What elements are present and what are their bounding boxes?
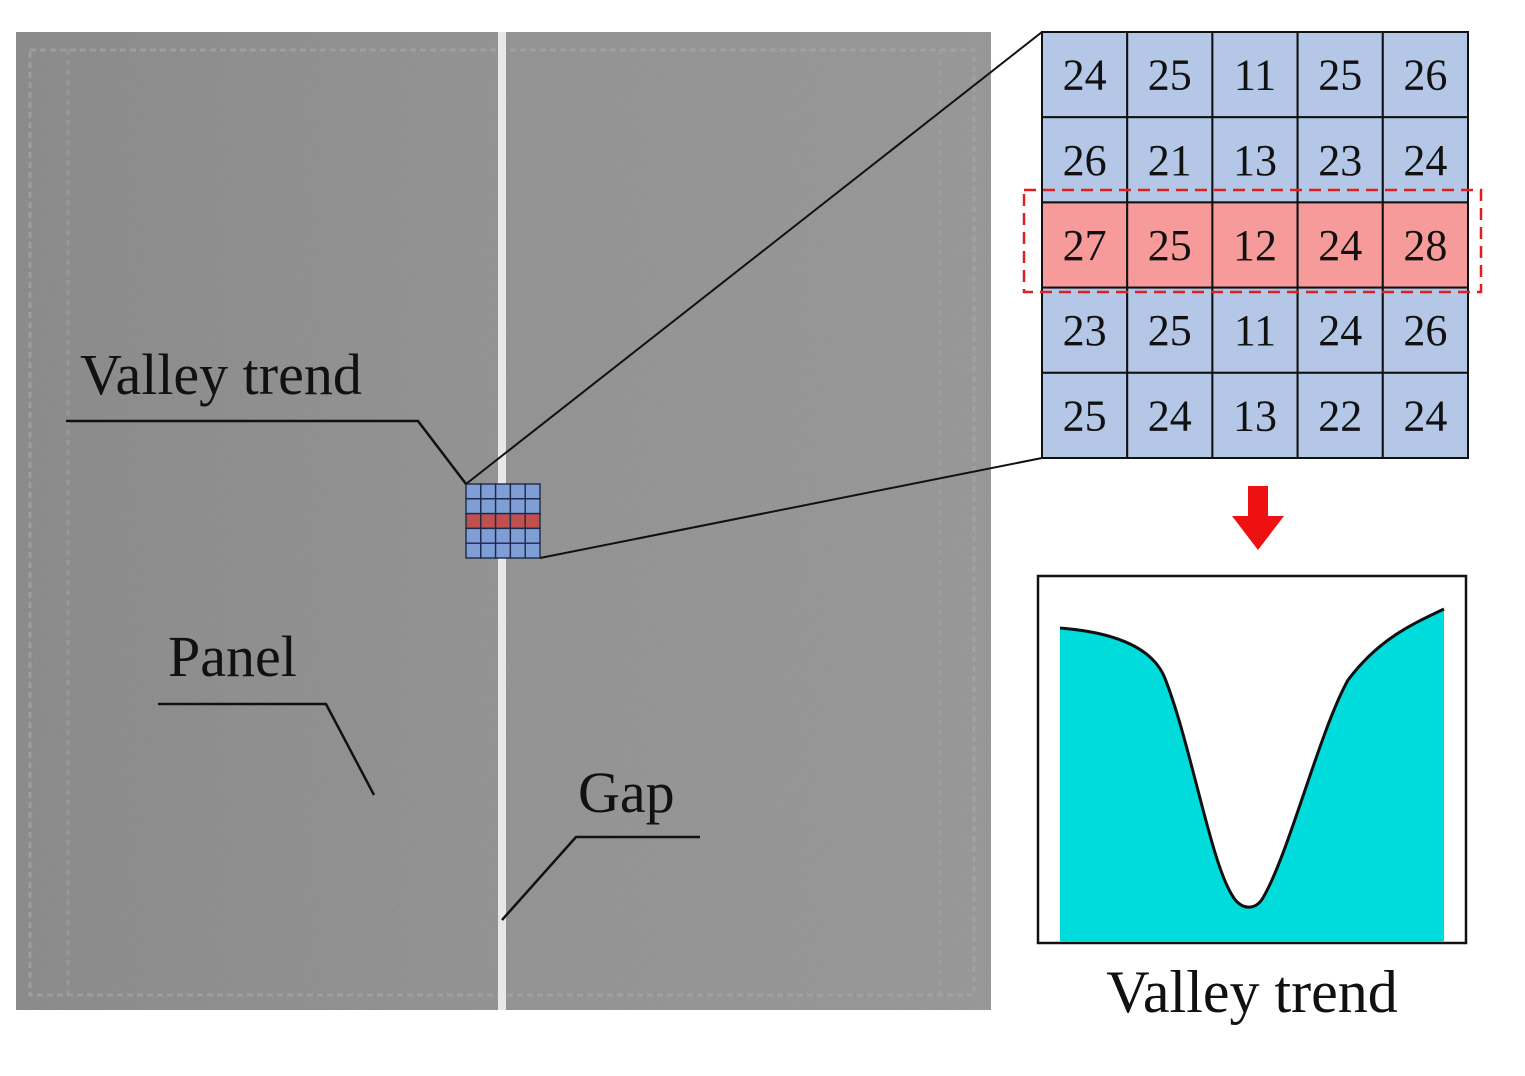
grid-cell: 24 [1381, 371, 1470, 459]
mini-grid-cell [465, 542, 482, 559]
grid-cell: 26 [1381, 31, 1470, 119]
grid-cell: 22 [1296, 371, 1384, 459]
grid-cell-value: 21 [1148, 136, 1192, 185]
grid-cell: 24 [1041, 31, 1129, 119]
mini-grid-cell [494, 542, 512, 559]
valley-trend-label: Valley trend [80, 342, 362, 407]
mini-grid-cell [524, 483, 541, 500]
highlight-dashed-box [1022, 188, 1483, 294]
mini-grid-cell [465, 498, 482, 515]
grid-cell-value: 24 [1063, 51, 1107, 100]
grid-cell-value: 13 [1233, 136, 1277, 185]
grid-cell: 25 [1126, 286, 1214, 374]
grid-cell-value: 24 [1403, 136, 1447, 185]
valley-trend-caption: Valley trend [1106, 959, 1398, 1025]
mini-grid-cell [465, 512, 482, 530]
zoom-line-bottom [539, 457, 1043, 559]
grid-cell: 11 [1211, 31, 1299, 119]
grid-cell-value: 25 [1318, 51, 1362, 100]
grid-cell: 25 [1126, 201, 1214, 289]
grid-cell: 23 [1041, 286, 1129, 374]
grid-cell: 24 [1381, 116, 1470, 204]
valley-curve-line [1059, 607, 1445, 909]
mini-grid-cell [480, 498, 497, 515]
gap-label: Gap [578, 760, 675, 825]
grid-cell: 26 [1041, 116, 1129, 204]
grid-cell-value: 26 [1063, 136, 1107, 185]
grid-cell: 24 [1296, 201, 1384, 289]
mini-grid-cell [524, 527, 541, 544]
valley-trend-plot [1036, 574, 1468, 945]
mini-grid-cell [509, 483, 526, 500]
mini-grid-cell [524, 498, 541, 515]
grid-cell-value: 13 [1233, 391, 1277, 440]
grid-cell: 25 [1126, 31, 1214, 119]
mini-grid-cell [494, 512, 512, 530]
zoom-line-top [465, 31, 1043, 485]
mini-grid-cell [494, 483, 512, 500]
mini-grid-cell [509, 527, 526, 544]
grid-cell: 24 [1296, 286, 1384, 374]
mini-grid-cell [480, 542, 497, 559]
mini-grid-cell [465, 527, 482, 544]
grid-cell: 13 [1211, 371, 1299, 459]
mini-grid-cell [494, 498, 512, 515]
grid-cell: 21 [1126, 116, 1214, 204]
grid-cell-value: 11 [1234, 306, 1276, 355]
grid-cell: 12 [1211, 201, 1299, 289]
label-gap: Gap [501, 760, 700, 921]
panel-leader [158, 702, 376, 796]
grid-cell-value: 26 [1403, 306, 1447, 355]
valley-trend-leader [66, 419, 467, 485]
mini-grid-cell [509, 512, 526, 530]
grid-cell-value: 24 [1403, 391, 1447, 440]
mini-grid-cell [524, 512, 541, 530]
grid-cell-value: 22 [1318, 391, 1362, 440]
grid-cell-value: 26 [1403, 51, 1447, 100]
pixel-value-grid: 24 25 11 25 26 26 21 13 23 24 27 25 12 24 28 23 25 11 24 26… [1041, 31, 1470, 459]
label-valley-trend: Valley trend [66, 342, 467, 485]
grid-cell-value: 24 [1148, 391, 1192, 440]
gap-leader [501, 835, 700, 921]
grid-cell: 23 [1296, 116, 1384, 204]
mini-grid-cell [465, 483, 482, 500]
mini-grid-cell [509, 542, 526, 559]
grid-cell-value: 11 [1234, 51, 1276, 100]
arrow-down-icon [1232, 486, 1284, 550]
grid-cell: 26 [1381, 286, 1470, 374]
grid-cell-value: 27 [1063, 221, 1107, 270]
grid-cell: 24 [1126, 371, 1214, 459]
panel-label: Panel [168, 624, 297, 689]
grid-cell-value: 25 [1148, 51, 1192, 100]
mini-pixel-grid [465, 483, 541, 559]
mini-grid-cell [480, 527, 497, 544]
grid-cell-value: 24 [1318, 306, 1362, 355]
mini-grid-cell [509, 498, 526, 515]
grid-cell: 28 [1381, 201, 1470, 289]
grid-cell: 25 [1041, 371, 1129, 459]
mini-grid-cell [494, 527, 512, 544]
grid-cell-value: 25 [1063, 391, 1107, 440]
grid-cell-value: 12 [1233, 221, 1277, 270]
grid-cell-value: 24 [1318, 221, 1362, 270]
valley-curve-fill [1060, 609, 1444, 942]
grid-cell: 27 [1041, 201, 1129, 289]
grid-cell-value: 23 [1318, 136, 1362, 185]
label-panel: Panel [158, 624, 376, 796]
mini-grid-cell [480, 512, 497, 530]
grid-cell-value: 23 [1063, 306, 1107, 355]
grid-cell-value: 25 [1148, 306, 1192, 355]
mini-grid-cell [524, 542, 541, 559]
mini-grid-cell [480, 483, 497, 500]
grid-cell: 11 [1211, 286, 1299, 374]
grid-cell-value: 25 [1148, 221, 1192, 270]
grid-cell-value: 28 [1403, 221, 1447, 270]
grid-cell: 25 [1296, 31, 1384, 119]
